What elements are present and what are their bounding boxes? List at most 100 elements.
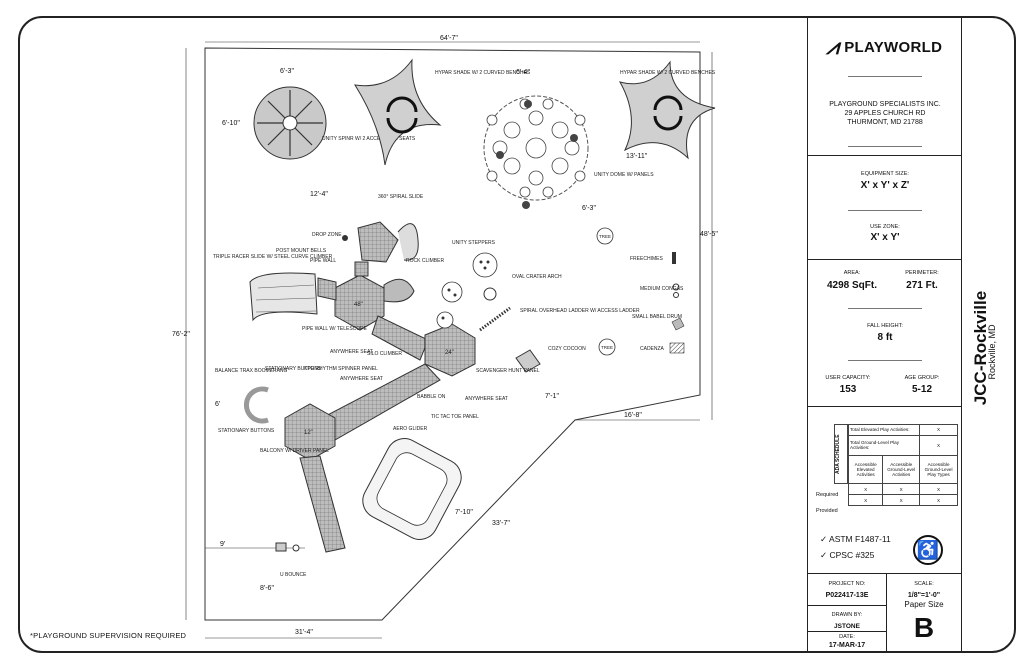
- divider: [848, 308, 922, 309]
- deck-label-48: 48": [354, 302, 363, 308]
- label-babble: BABBLE ON: [417, 394, 446, 400]
- drawing-sheet-border: [18, 16, 1016, 653]
- check-icon: ✓: [820, 550, 828, 560]
- ada-row: Total Ground-Level Play Activities: X: [847, 434, 958, 456]
- site-strip: JCC-Rockville Rockville, MD: [961, 18, 1016, 651]
- dim-dome-top: 6'-4": [516, 69, 530, 76]
- label-oval: OVAL CRATER ARCH: [512, 274, 562, 280]
- spiral-ladder: [479, 306, 511, 332]
- ada-header-row: Accessible Elevated Activities Accessibl…: [847, 454, 958, 485]
- dim-bottom: 31'-4": [295, 629, 313, 636]
- equipment-size-value: X' x Y' x Z': [860, 180, 910, 191]
- divider: [808, 259, 962, 260]
- label-stationary-2: STATIONARY BUTTONS: [218, 428, 275, 434]
- tree-1: [596, 227, 614, 245]
- company-address: PLAYGROUND SPECIALISTS INC. 29 APPLES CH…: [808, 100, 962, 127]
- area-label: AREA:: [843, 270, 861, 276]
- ada-header: Accessible Ground-Level Play Types: [919, 454, 958, 485]
- label-tree-2: TREE: [601, 345, 613, 350]
- unity-steppers: [436, 252, 498, 329]
- divider: [808, 155, 962, 156]
- standard-item: ✓ CPSC #325: [820, 550, 874, 561]
- paper-size-value: B: [913, 612, 935, 643]
- drawn-by-label: DRAWN BY:: [831, 612, 863, 618]
- company-address-1: 29 APPLES CHURCH RD: [844, 110, 926, 117]
- ada-cell: X: [882, 494, 921, 506]
- label-tree-1: TREE: [599, 234, 611, 239]
- label-pipe-tele: PIPE WALL W/ TELESCOPE: [302, 326, 367, 332]
- label-anywhere-3: ANYWHERE SEAT: [340, 376, 383, 382]
- use-zone-value: X' x Y': [870, 232, 900, 243]
- drawn-by-value: JSTONE: [834, 623, 860, 630]
- oval-crater-arch: [483, 287, 497, 301]
- tree-2: [598, 338, 616, 356]
- dim-diag: 33'-7": [492, 520, 510, 527]
- dim-bounce: 8'-6": [260, 585, 274, 592]
- divider: [808, 605, 886, 606]
- label-rock: ROCK CLIMBER: [406, 258, 444, 264]
- age-group-label: AGE GROUP:: [904, 375, 940, 381]
- divider: [848, 360, 922, 361]
- ada-row-value: X: [919, 424, 958, 436]
- ada-header: Accessible Ground-Level Activities: [882, 454, 921, 485]
- label-anywhere-1: ANYWHERE SEAT: [330, 349, 373, 355]
- date-label: DATE:: [839, 634, 855, 640]
- ada-required-label: Required: [816, 492, 839, 498]
- supervision-note: *PLAYGROUND SUPERVISION REQUIRED: [30, 631, 187, 640]
- fall-height-label: FALL HEIGHT:: [867, 323, 903, 329]
- label-hypar-2: HYPAR SHADE W/ 2 CURVED BENCHES: [620, 70, 716, 76]
- ada-row-value: X: [919, 434, 958, 456]
- dim-left: 76'-2": [172, 331, 190, 338]
- capacity-value: 153: [839, 384, 857, 395]
- ada-row: Total Elevated Play Activities: X: [847, 424, 958, 436]
- label-drop: DROP ZONE: [312, 232, 342, 238]
- scale-value: 1/8"=1'-0": [907, 592, 941, 599]
- label-hypar-1: HYPAR SHADE W/ 2 CURVED BENCHES: [435, 70, 531, 76]
- divider: [848, 146, 922, 147]
- dim-cocoon: 7'-1": [545, 393, 559, 400]
- label-spiral-ladder: SPIRAL OVERHEAD LADDER W/ ACCESS LADDER: [520, 308, 640, 314]
- label-congas: MEDIUM CONGAS: [640, 286, 684, 292]
- paper-size-label: Paper Size: [904, 600, 944, 609]
- label-freechimes: FREECHIMES: [630, 256, 663, 262]
- dim-step: 16'-8": [624, 412, 642, 419]
- label-spinner: UNITY SPINR W/ 2 ACCESSIBLE SEATS: [322, 136, 416, 142]
- ada-provided-label: Provided: [816, 508, 838, 514]
- ada-schedule-table: Total Elevated Play Activities: X Total …: [847, 424, 958, 506]
- company-address-2: THURMONT, MD 21788: [847, 119, 923, 126]
- label-anywhere-2: ANYWHERE SEAT: [465, 396, 508, 402]
- label-drum: SMALL BABEL DRUM: [632, 314, 682, 320]
- label-aero: AERO GLIDER: [393, 426, 428, 432]
- label-balance: BALANCE TRAX BOOMERANG: [215, 368, 288, 374]
- scale-label: SCALE:: [914, 581, 934, 587]
- project-no-label: PROJECT NO:: [828, 581, 866, 587]
- triple-racer-slide: [249, 272, 318, 322]
- age-group-value: 5-12: [911, 384, 932, 395]
- standard-astm: ASTM F1487-11: [829, 534, 891, 544]
- label-balcony: BALCONY W/ DRIVER PANEL: [260, 448, 329, 454]
- dim-dome-bottom: 6'-3": [582, 205, 596, 212]
- fall-height-value: 8 ft: [877, 332, 893, 343]
- balance-boomerang: [244, 386, 269, 424]
- dim-bottom-left: 9': [220, 541, 225, 548]
- dim-top: 64'-7": [440, 35, 458, 42]
- brand-name: PLAYWORLD: [844, 38, 943, 56]
- ada-header: Accessible Elevated Activities: [847, 454, 884, 485]
- equipment-size-label: EQUIPMENT SIZE:: [861, 171, 909, 177]
- area-value: 4298 SqFt.: [826, 280, 878, 291]
- label-spiral: 360° SPIRAL SLIDE: [378, 194, 424, 200]
- dim-balance: 6': [215, 401, 220, 408]
- ada-row-label: Total Elevated Play Activities:: [847, 424, 921, 436]
- hypar-shade-1: [354, 58, 442, 166]
- dim-dome-right: 13'-11": [626, 153, 648, 160]
- deck-label-24: 24": [445, 350, 454, 356]
- label-cadenza: CADENZA: [640, 346, 665, 352]
- ada-schedule-title: ADA SCHEDULE: [834, 424, 848, 484]
- u-bounce: [275, 542, 287, 552]
- check-icon: ✓: [820, 534, 828, 544]
- label-scavenger: SCAVENGER HUNT PANEL: [476, 368, 540, 374]
- spiral-slide: [397, 223, 419, 261]
- cadenza-shape: [669, 342, 685, 354]
- divider: [886, 573, 887, 651]
